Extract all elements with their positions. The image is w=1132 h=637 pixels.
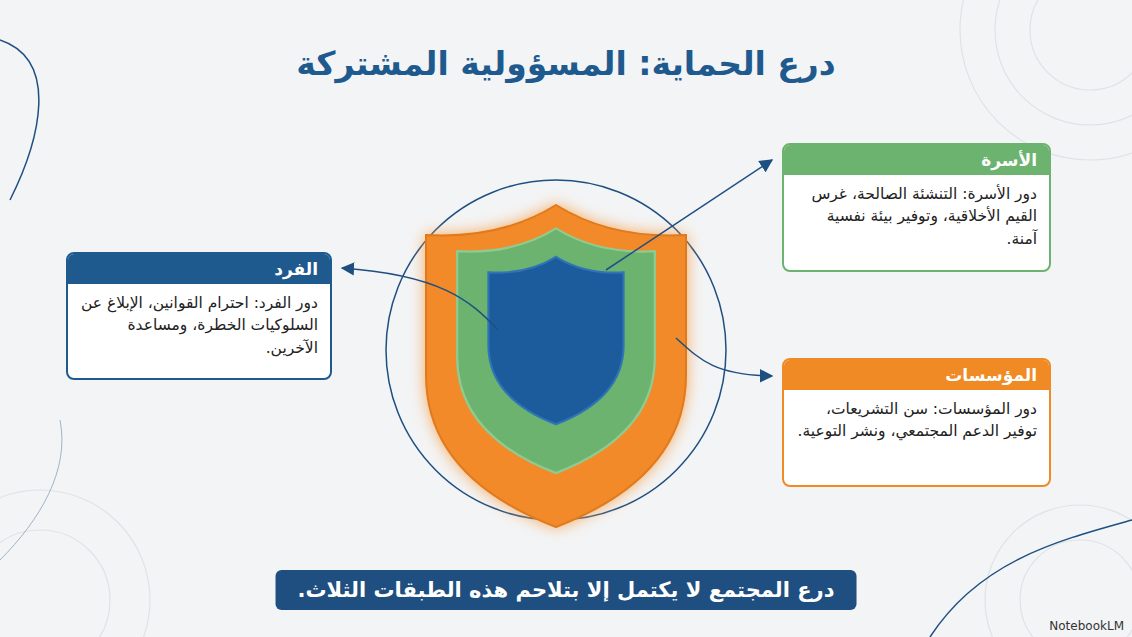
box-heading: الأسرة (784, 145, 1049, 175)
title: درع الحماية: المسؤولية المشتركة (0, 44, 1132, 83)
watermark: NotebookLM (1049, 619, 1124, 633)
callout-box: الفرددور الفرد: احترام القوانين، الإبلاغ… (66, 252, 332, 380)
box-text: دور الفرد: احترام القوانين، الإبلاغ عن ا… (68, 284, 330, 369)
caption-bar: درع المجتمع لا يكتمل إلا بتلاحم هذه الطب… (276, 570, 857, 610)
box-text: دور المؤسسات: سن التشريعات، توفير الدعم … (784, 390, 1049, 453)
box-heading: المؤسسات (784, 360, 1049, 390)
box-text: دور الأسرة: التنشئة الصالحة، غرس القيم ا… (784, 175, 1049, 260)
callout-box: الأسرةدور الأسرة: التنشئة الصالحة، غرس ا… (782, 143, 1051, 272)
box-heading: الفرد (68, 254, 330, 284)
callout-box: المؤسساتدور المؤسسات: سن التشريعات، توفي… (782, 358, 1051, 487)
